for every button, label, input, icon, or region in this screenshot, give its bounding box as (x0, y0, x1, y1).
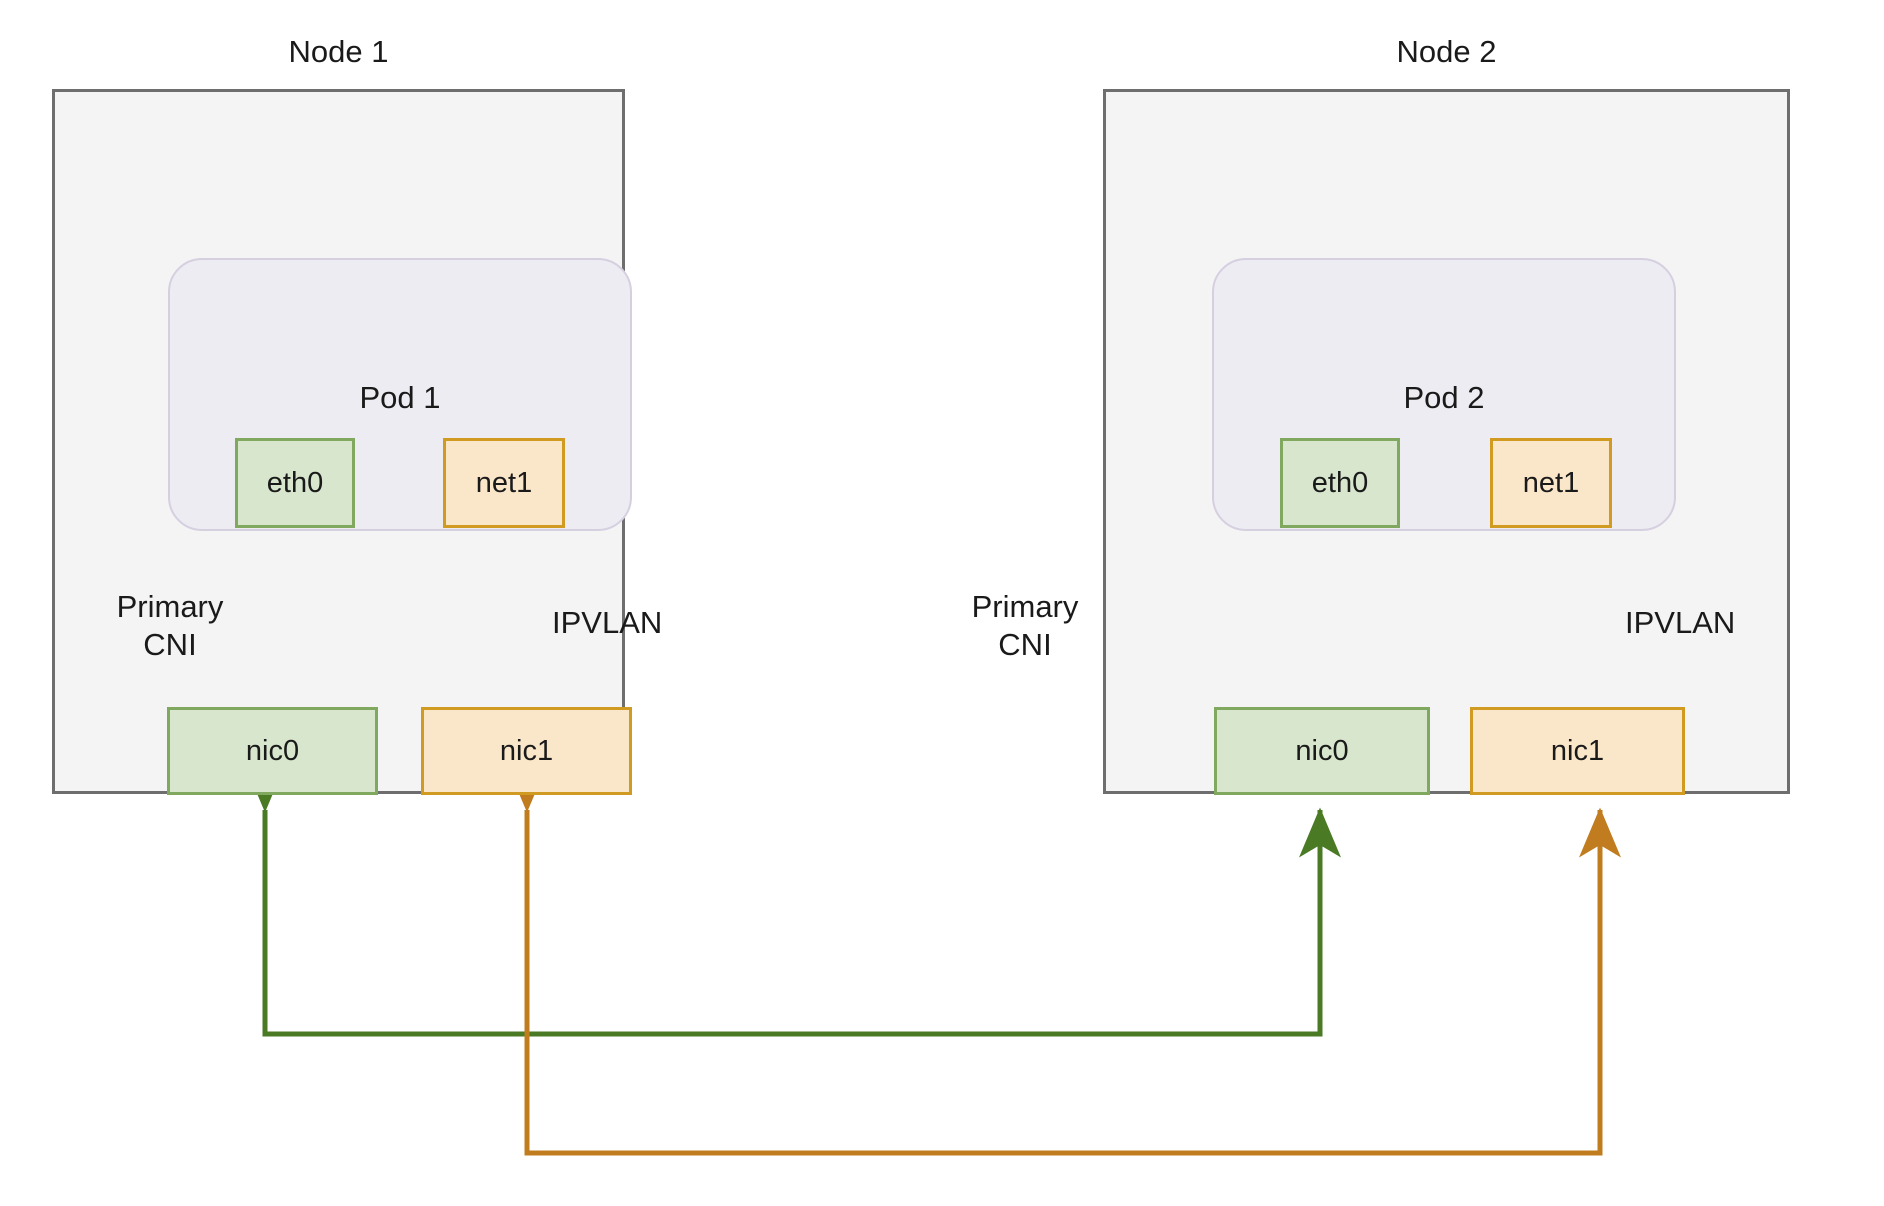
node1-pod-iface-eth0[interactable]: eth0 (235, 438, 355, 528)
node2-edge-label-primary-cni: Primary CNI (971, 589, 1079, 662)
node1-pod-iface-net1[interactable]: net1 (443, 438, 565, 528)
node2-node-iface-nic0[interactable]: nic0 (1214, 707, 1430, 795)
node1-title: Node 1 (288, 34, 389, 69)
node1-node-iface-nic0[interactable]: nic0 (167, 707, 378, 795)
node1-pod-title: Pod 1 (359, 380, 441, 415)
node1-edge-label-ipvlan: IPVLAN (552, 605, 663, 640)
link-primary-cni-network (243, 762, 1342, 1037)
node2-title: Node 2 (1396, 34, 1497, 69)
node2-pod-iface-eth0[interactable]: eth0 (1280, 438, 1400, 528)
node2-pod-title: Pod 2 (1403, 380, 1485, 415)
node2-pod-iface-net1[interactable]: net1 (1490, 438, 1612, 528)
link-ipvlan-network (505, 762, 1622, 1156)
node1-edge-label-primary-cni: Primary CNI (116, 589, 224, 662)
node2-node-iface-nic1[interactable]: nic1 (1470, 707, 1685, 795)
node2-edge-label-ipvlan: IPVLAN (1625, 605, 1736, 640)
node1-node-iface-nic1[interactable]: nic1 (421, 707, 632, 795)
